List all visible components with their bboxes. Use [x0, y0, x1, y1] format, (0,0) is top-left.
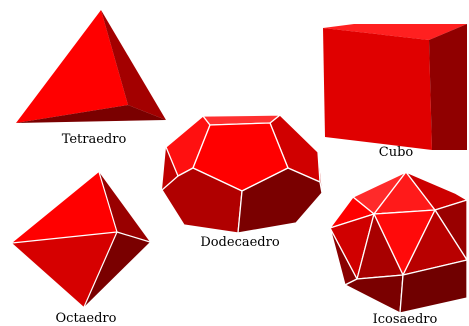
cube-side-face	[429, 24, 467, 150]
octahedron: Octaedro	[12, 172, 150, 326]
tetrahedron: Tetraedro	[16, 10, 166, 147]
octahedron-upper-front-face	[12, 172, 117, 243]
tetrahedron-front-face	[16, 10, 128, 123]
cube-label: Cubo	[379, 145, 414, 160]
dodecahedron-label: Dodecaedro	[200, 235, 280, 250]
cube: Cubo	[323, 24, 467, 160]
icosahedron: Icosaedro	[330, 172, 467, 326]
icosahedron-bottom-left-face	[345, 275, 403, 313]
tetrahedron-label: Tetraedro	[62, 132, 127, 147]
octahedron-label: Octaedro	[56, 311, 117, 326]
dodecahedron: Dodecaedro	[162, 115, 322, 250]
icosahedron-label: Icosaedro	[373, 312, 438, 326]
cube-front-face	[323, 28, 432, 150]
